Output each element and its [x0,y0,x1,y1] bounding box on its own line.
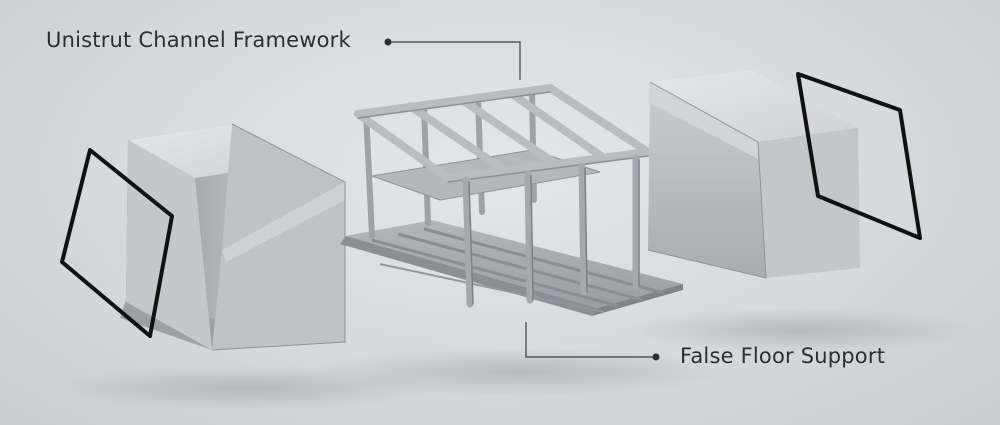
right-window-seal [796,72,922,240]
left-window-seal [60,148,174,338]
left-canopy-body [120,123,346,351]
callout-bottom-dot [652,353,660,361]
callout-bottom-leader [525,322,656,358]
right-canopy-shadow [625,308,975,352]
false-floor-support [340,220,683,316]
unistrut-channel-framework [354,84,652,308]
framework-shadow [310,348,730,396]
callout-top-leader [388,41,521,80]
false-floor-support-label: False Floor Support [680,344,886,368]
right-canopy-body [647,70,860,279]
callout-top-dot [384,38,392,46]
unistrut-channel-framework-label: Unistrut Channel Framework [46,28,351,52]
